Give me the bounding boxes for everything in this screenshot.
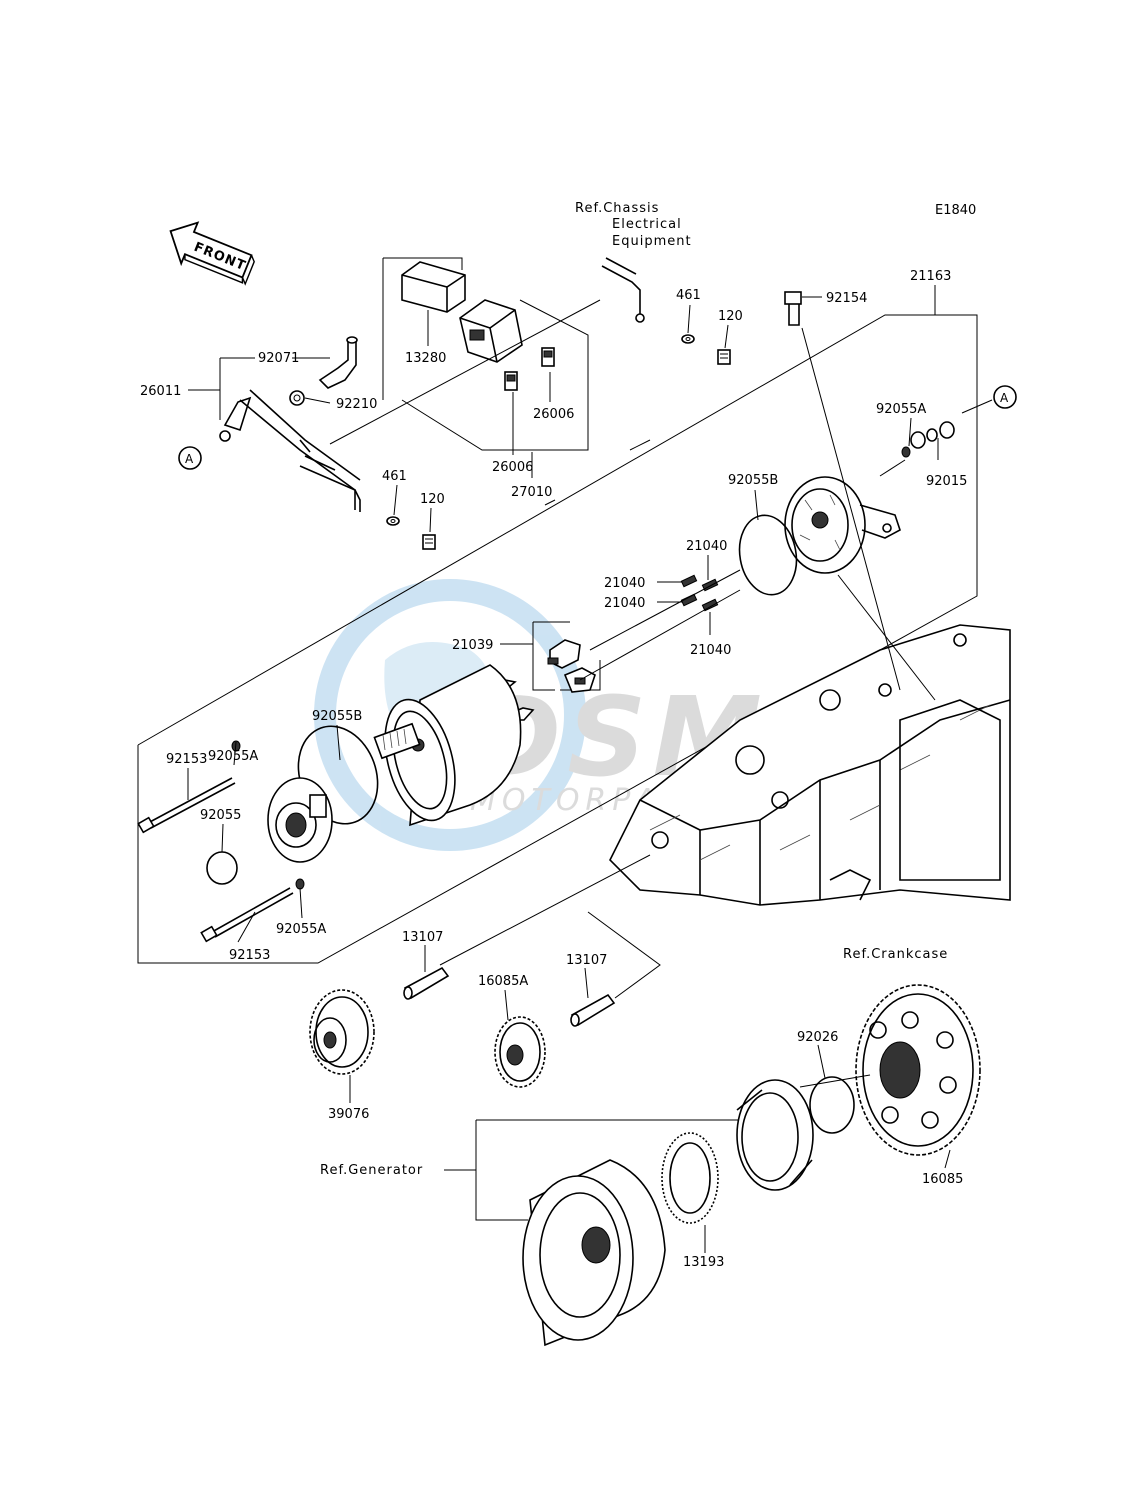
part-label[interactable]: 92153: [229, 948, 270, 963]
washer-461-top: [681, 334, 695, 344]
watermark: DSM MOTORPARTS: [314, 579, 762, 851]
washer-461-bottom: [386, 516, 400, 526]
part-label[interactable]: 21040: [690, 643, 731, 658]
part-label[interactable]: 92055B: [312, 709, 362, 724]
part-label[interactable]: 461: [676, 288, 701, 303]
part-label[interactable]: 21039: [452, 638, 493, 653]
part-label[interactable]: 26011: [140, 384, 181, 399]
battery-cable: [219, 389, 361, 510]
gear-16085: [855, 984, 981, 1156]
gear-39076: [309, 989, 375, 1075]
brush-set: [680, 574, 719, 612]
starter-assembly-frame: [137, 314, 978, 964]
bolt-120-top: [717, 349, 731, 365]
part-label[interactable]: 26006: [533, 407, 574, 422]
relay-cable-lower: [299, 455, 361, 512]
part-label[interactable]: 21040: [686, 539, 727, 554]
part-label[interactable]: 120: [420, 492, 445, 507]
starter-end-cover: [784, 476, 901, 574]
o-ring-92055: [206, 851, 238, 885]
relay-cover: [401, 261, 466, 313]
ref-chassis-line2: Electrical: [612, 217, 682, 232]
part-label[interactable]: 16085A: [478, 974, 528, 989]
part-label[interactable]: 27010: [511, 485, 552, 500]
fuse-1: [541, 347, 555, 367]
one-way-clutch-13193: [661, 1132, 719, 1224]
part-label[interactable]: 92055A: [876, 402, 926, 417]
part-label[interactable]: 92055A: [276, 922, 326, 937]
part-label[interactable]: 92055: [200, 808, 241, 823]
starter-front-cover: [267, 777, 333, 863]
part-label[interactable]: 92071: [258, 351, 299, 366]
part-label[interactable]: 92055A: [208, 749, 258, 764]
callout-a-right-text: A: [1000, 391, 1009, 405]
cable-boot: [318, 336, 358, 389]
part-label[interactable]: 26006: [492, 460, 533, 475]
starter-relay: [459, 299, 523, 363]
starter-motor-body: [373, 664, 522, 827]
part-label[interactable]: 92026: [797, 1030, 838, 1045]
relay-assembly-frame: [382, 257, 589, 451]
part-label[interactable]: 39076: [328, 1107, 369, 1122]
shaft-13107-a: [403, 966, 450, 1000]
part-label[interactable]: 21163: [910, 269, 951, 284]
washer-92026: [809, 1076, 855, 1134]
washer-92055A-bottom: [295, 878, 305, 890]
part-label[interactable]: 92153: [166, 752, 207, 767]
leader-lines: [187, 285, 993, 1253]
shaft-13107-b: [570, 993, 616, 1027]
part-label[interactable]: 92055B: [728, 473, 778, 488]
chassis-ground-cable: [601, 257, 645, 323]
crankcase: [609, 624, 1011, 906]
bolt-120-bottom: [422, 534, 436, 550]
washer-stack-92015: [910, 421, 955, 449]
fuse-2: [504, 371, 518, 391]
part-label[interactable]: 92015: [926, 474, 967, 489]
front-arrow-icon: FRONT: [169, 221, 255, 286]
part-labels: 92071 26011 92210 13280 26006 26006 2701…: [140, 269, 967, 1270]
part-label[interactable]: 21040: [604, 576, 645, 591]
gear-16085A: [494, 1016, 546, 1088]
generator-rotor: [522, 1159, 666, 1347]
part-label[interactable]: 16085: [922, 1172, 963, 1187]
long-bolt-upper: [137, 777, 236, 834]
part-label[interactable]: 92210: [336, 397, 377, 412]
ref-chassis-line1: Ref.Chassis: [575, 201, 659, 216]
long-bolt-lower: [200, 887, 294, 943]
ref-crankcase-label: Ref.Crankcase: [843, 947, 948, 962]
cable-nut: [289, 390, 305, 406]
part-label[interactable]: 461: [382, 469, 407, 484]
starter-clutch-housing: [736, 1079, 814, 1191]
o-ring-92055B-top: [738, 514, 798, 596]
part-label[interactable]: 21040: [604, 596, 645, 611]
callout-a-left: A: [178, 446, 202, 470]
ref-chassis-line3: Equipment: [612, 234, 692, 249]
part-label[interactable]: 120: [718, 309, 743, 324]
part-label[interactable]: 13107: [566, 953, 607, 968]
callout-a-left-text: A: [185, 452, 194, 466]
washer-92055A-top: [901, 446, 911, 458]
part-label[interactable]: 13107: [402, 930, 443, 945]
callout-a-right: A: [993, 385, 1017, 409]
diagram-code: E1840: [935, 203, 976, 218]
ref-generator-label: Ref.Generator: [320, 1163, 423, 1178]
part-label[interactable]: 13280: [405, 351, 446, 366]
part-label[interactable]: 92154: [826, 291, 867, 306]
generator-bracket: [444, 1119, 738, 1221]
bolt-92154: [784, 291, 802, 326]
part-label[interactable]: 13193: [683, 1255, 724, 1270]
